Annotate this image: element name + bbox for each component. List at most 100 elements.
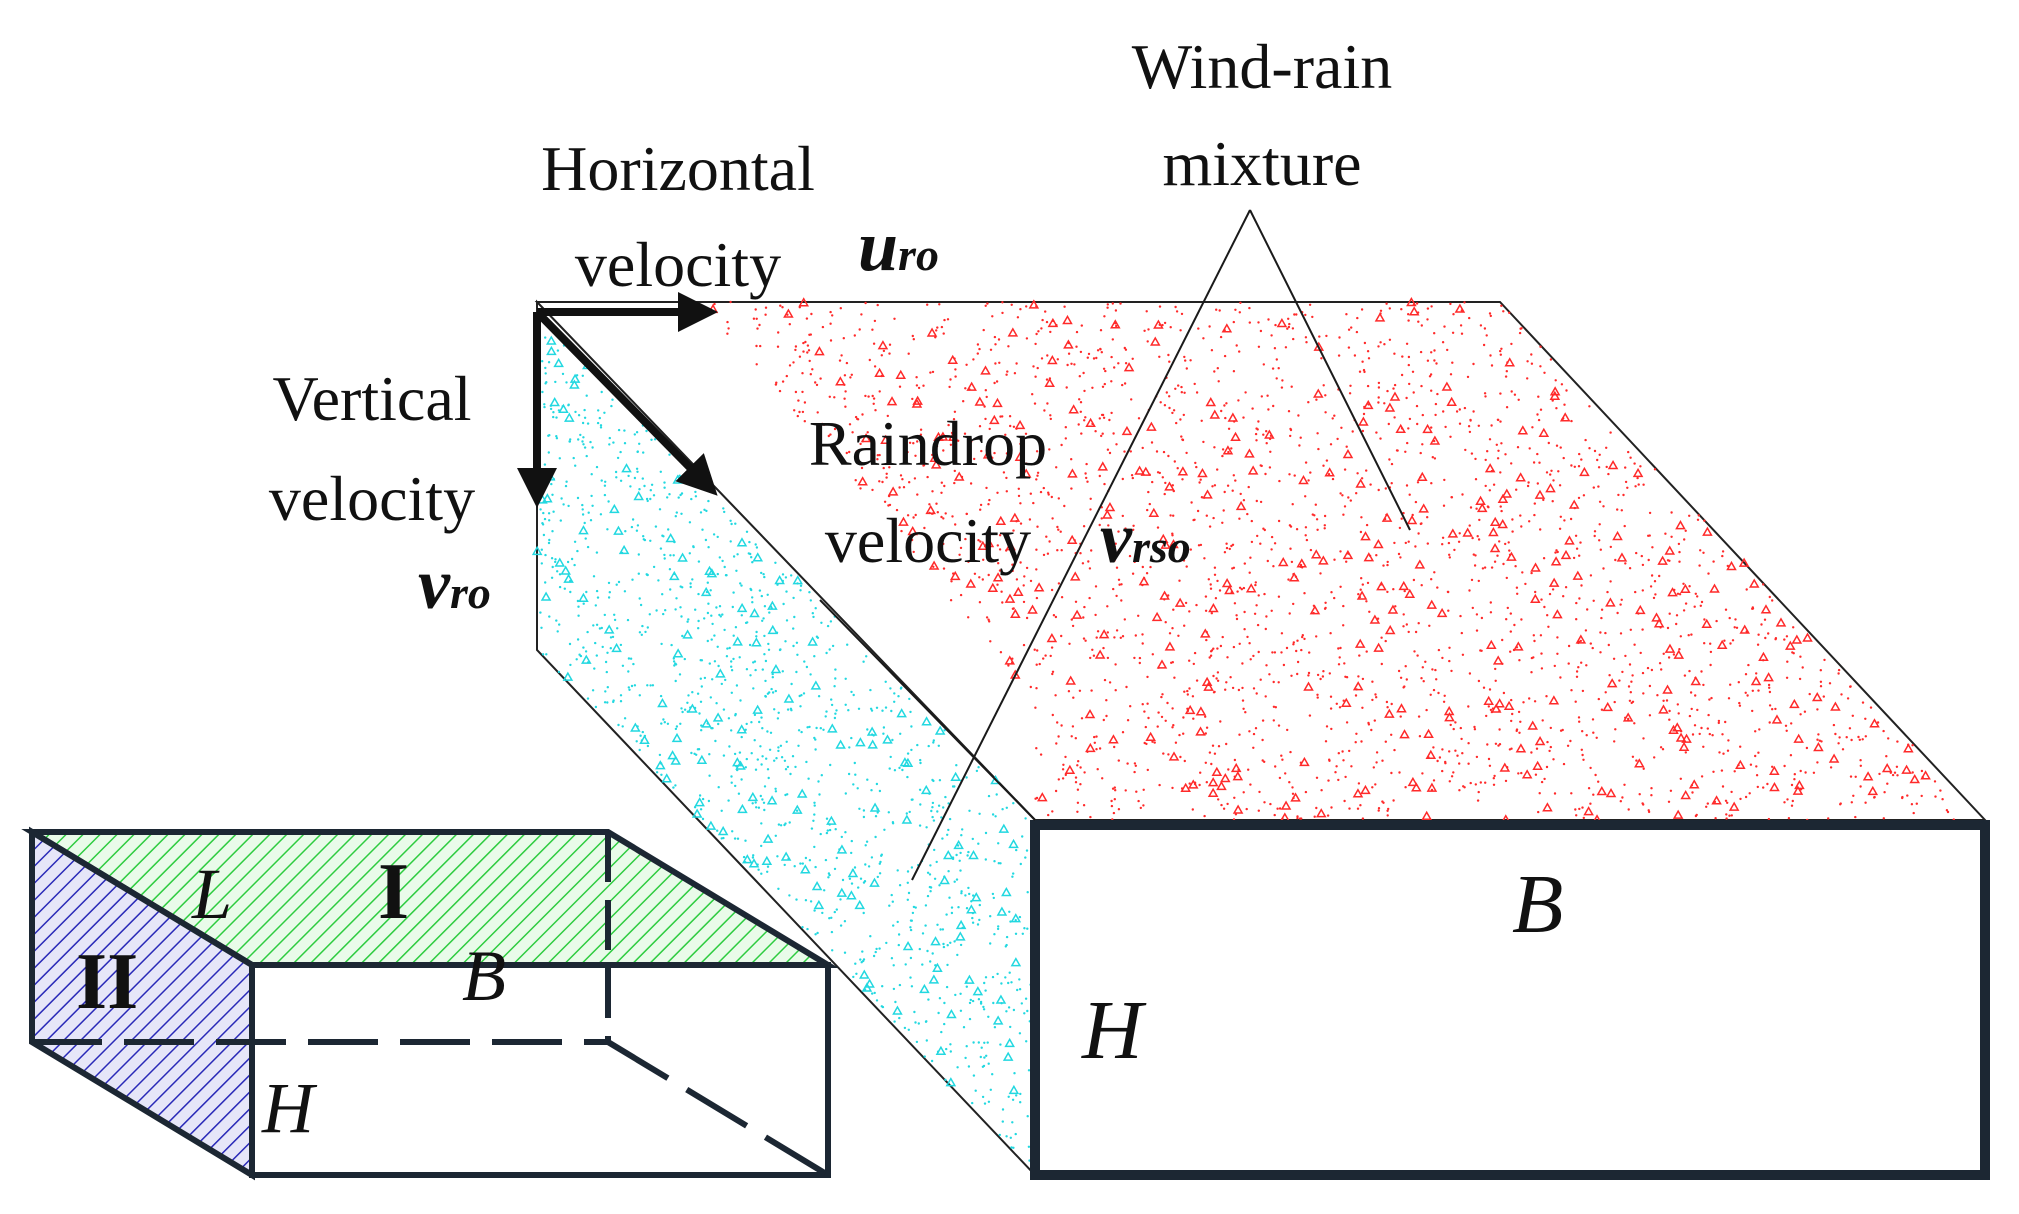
particle <box>985 616 989 619</box>
particle <box>1146 675 1149 679</box>
particle <box>965 578 977 588</box>
particle <box>1227 768 1230 771</box>
particle <box>563 587 566 590</box>
particle <box>939 875 950 885</box>
particle <box>847 867 859 878</box>
particle <box>1068 404 1079 414</box>
particle <box>1468 316 1471 320</box>
particle <box>1682 609 1686 612</box>
particle <box>805 760 808 764</box>
particle <box>775 381 778 384</box>
particle <box>1119 636 1123 639</box>
particle <box>1011 569 1014 573</box>
particle <box>759 794 762 798</box>
particle <box>981 578 984 581</box>
particle <box>539 611 542 614</box>
particle <box>1054 694 1057 697</box>
particle <box>1232 370 1236 373</box>
particle <box>1540 667 1544 670</box>
particle <box>1028 518 1032 521</box>
particle <box>635 740 638 743</box>
particle <box>1477 790 1480 794</box>
particle <box>1593 449 1597 453</box>
particle <box>793 615 796 619</box>
particle <box>1027 1145 1031 1149</box>
particle <box>897 943 900 947</box>
particle <box>975 769 979 773</box>
particle <box>938 884 941 887</box>
particle <box>1096 630 1100 633</box>
v-rso-symbol: vrso <box>1100 498 1191 578</box>
particle <box>1209 587 1213 590</box>
particle <box>800 730 803 734</box>
particle <box>1642 692 1645 695</box>
particle <box>1141 565 1145 569</box>
particle <box>544 553 547 557</box>
particle <box>1630 680 1633 683</box>
particle <box>1357 675 1360 678</box>
particle <box>969 998 972 1002</box>
particle <box>1143 329 1146 332</box>
particle <box>798 306 801 309</box>
particle <box>1299 563 1303 567</box>
particle <box>982 1005 985 1009</box>
particle <box>1707 572 1710 575</box>
particle <box>1699 549 1702 552</box>
particle <box>1185 565 1188 568</box>
particle <box>1405 484 1409 487</box>
particle <box>1210 649 1214 652</box>
particle <box>972 894 975 897</box>
particle <box>1075 345 1078 348</box>
particle <box>965 512 968 516</box>
particle <box>1499 471 1502 474</box>
particle <box>722 507 725 510</box>
particle <box>1004 976 1007 979</box>
particle <box>716 829 719 832</box>
particle <box>1493 560 1497 563</box>
particle <box>823 889 826 892</box>
particle <box>1448 659 1451 663</box>
particle <box>1134 465 1145 475</box>
particle <box>921 716 932 726</box>
particle <box>761 855 773 865</box>
particle <box>942 332 945 335</box>
particle <box>853 334 856 337</box>
particle <box>1504 357 1516 367</box>
particle <box>1624 562 1627 565</box>
particle <box>1664 545 1676 555</box>
particle <box>1417 532 1420 535</box>
particle <box>644 630 647 634</box>
particle <box>931 952 934 955</box>
particle <box>1889 771 1893 774</box>
particle <box>1295 313 1298 316</box>
particle <box>1755 765 1758 768</box>
particle <box>1837 672 1840 675</box>
particle <box>985 395 988 399</box>
particle <box>1436 607 1448 618</box>
particle <box>1693 724 1697 727</box>
particle <box>945 913 948 916</box>
particle <box>1195 726 1206 736</box>
particle <box>1005 452 1009 455</box>
particle <box>793 865 796 868</box>
particle <box>766 795 778 805</box>
particle <box>1347 346 1351 349</box>
particle <box>1538 792 1541 795</box>
particle <box>1701 618 1713 629</box>
particle <box>1138 656 1142 660</box>
particle <box>1598 500 1602 503</box>
particle <box>777 331 780 334</box>
particle <box>906 898 909 901</box>
particle <box>781 573 785 576</box>
mixture-leader-line-1 <box>911 209 1251 881</box>
particle <box>1393 416 1396 419</box>
particle <box>1492 483 1496 486</box>
particle <box>694 797 705 807</box>
particle <box>1062 314 1073 325</box>
particle <box>1511 712 1514 716</box>
particle <box>1089 508 1092 511</box>
particle <box>1517 772 1520 775</box>
particle <box>554 557 566 567</box>
particle <box>1123 450 1126 453</box>
particle <box>1887 737 1890 740</box>
